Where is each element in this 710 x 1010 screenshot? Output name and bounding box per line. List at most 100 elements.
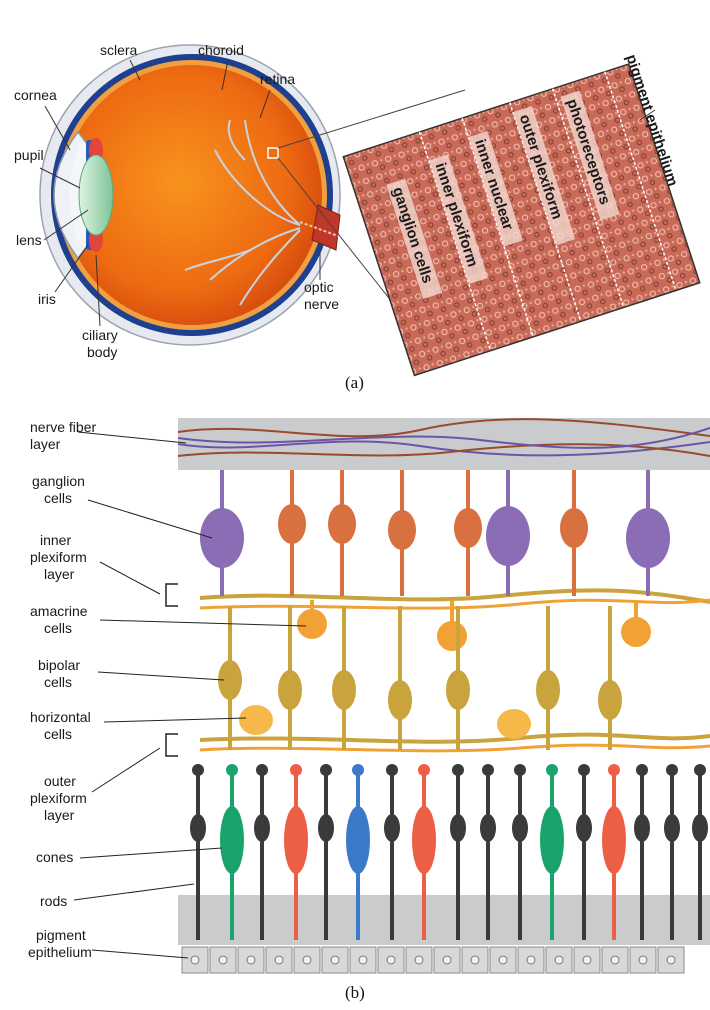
synaptic-terminal	[482, 764, 494, 776]
bipolar-cell	[388, 680, 412, 720]
ganglion-cell	[626, 508, 670, 568]
cone-body	[540, 806, 564, 874]
synaptic-terminal	[694, 764, 706, 776]
label-cones: cones	[36, 849, 73, 865]
amacrine-cell	[437, 621, 467, 651]
synaptic-terminal	[256, 764, 268, 776]
bipolar-cell	[598, 680, 622, 720]
rod-nucleus	[318, 814, 334, 842]
synaptic-terminal	[386, 764, 398, 776]
label-nerve-fiber-2: layer	[30, 436, 61, 452]
label-ganglion-1: ganglion	[32, 473, 85, 489]
retina-layers-diagram	[178, 418, 710, 973]
pigment-cell-nucleus	[303, 956, 311, 964]
pigment-epithelium-cells	[182, 947, 684, 973]
label-ciliary-body-1: ciliary	[82, 327, 118, 343]
bipolar-cell	[278, 670, 302, 710]
label-sclera: sclera	[100, 42, 138, 58]
pigment-cell-nucleus	[639, 956, 647, 964]
outer-plexiform-mesh	[200, 735, 710, 742]
synaptic-terminal	[578, 764, 590, 776]
label-iris: iris	[38, 291, 56, 307]
cone-body	[602, 806, 626, 874]
label-bipolar-2: cells	[44, 674, 72, 690]
pigment-cell-nucleus	[667, 956, 675, 964]
pigment-cell-nucleus	[443, 956, 451, 964]
synaptic-terminal	[546, 764, 558, 776]
pigment-cell-nucleus	[247, 956, 255, 964]
bipolar-cells-group	[218, 606, 622, 750]
rod-nucleus	[450, 814, 466, 842]
rod-nucleus	[512, 814, 528, 842]
label-horizontal-1: horizontal	[30, 709, 91, 725]
label-cornea: cornea	[14, 87, 57, 103]
pigment-cell-nucleus	[219, 956, 227, 964]
label-outer-plex-2: plexiform	[30, 790, 87, 806]
label-horizontal-2: cells	[44, 726, 72, 742]
label-rods: rods	[40, 893, 67, 909]
label-choroid: choroid	[198, 42, 244, 58]
rod-nucleus	[692, 814, 708, 842]
label-ciliary-body-2: body	[87, 344, 117, 360]
synaptic-terminal	[226, 764, 238, 776]
synaptic-terminal	[636, 764, 648, 776]
cone-body	[220, 806, 244, 874]
label-inner-plex-1: inner	[40, 532, 71, 548]
label-pigment-2: epithelium	[28, 944, 92, 960]
synaptic-terminal	[514, 764, 526, 776]
pigment-cell-nucleus	[611, 956, 619, 964]
ganglion-cell	[560, 508, 588, 548]
label-pupil: pupil	[14, 147, 44, 163]
ganglion-cell	[486, 506, 530, 566]
label-outer-plex-1: outer	[44, 773, 76, 789]
pigment-cell-nucleus	[499, 956, 507, 964]
pigment-cell-nucleus	[415, 956, 423, 964]
synaptic-terminal	[608, 764, 620, 776]
pigment-cell-nucleus	[527, 956, 535, 964]
ganglion-cell	[388, 510, 416, 550]
layer-labels: nerve fiber layer ganglion cells inner p…	[28, 419, 306, 960]
pigment-cell-nucleus	[471, 956, 479, 964]
label-optic-nerve-2: nerve	[304, 296, 339, 312]
synaptic-terminal	[418, 764, 430, 776]
ganglion-cell	[278, 504, 306, 544]
rod-nucleus	[190, 814, 206, 842]
ganglion-cells-group	[200, 470, 670, 596]
amacrine-cell	[621, 617, 651, 647]
rod-nucleus	[576, 814, 592, 842]
synaptic-terminal	[320, 764, 332, 776]
synaptic-terminal	[666, 764, 678, 776]
cone-body	[284, 806, 308, 874]
rod-nucleus	[634, 814, 650, 842]
synaptic-terminal	[352, 764, 364, 776]
bipolar-cell	[536, 670, 560, 710]
label-bipolar-1: bipolar	[38, 657, 80, 673]
photoreceptor-band	[178, 895, 710, 945]
cone-body	[346, 806, 370, 874]
rod-nucleus	[480, 814, 496, 842]
pigment-cell-nucleus	[191, 956, 199, 964]
amacrine-cell	[297, 609, 327, 639]
bipolar-cell	[446, 670, 470, 710]
ganglion-cell	[200, 508, 244, 568]
ganglion-cell	[328, 504, 356, 544]
synaptic-terminal	[290, 764, 302, 776]
label-inner-plex-2: plexiform	[30, 549, 87, 565]
label-pigment-1: pigment	[36, 927, 86, 943]
pigment-cell-nucleus	[387, 956, 395, 964]
pigment-cell-nucleus	[555, 956, 563, 964]
caption-b: (b)	[345, 983, 365, 1002]
retina-micrograph: ganglion cells inner plexiform inner nuc…	[341, 52, 710, 375]
label-lens: lens	[16, 232, 42, 248]
label-amacrine-2: cells	[44, 620, 72, 636]
horizontal-cells-group	[239, 705, 531, 739]
pigment-cell-nucleus	[359, 956, 367, 964]
label-ganglion-2: cells	[44, 490, 72, 506]
label-inner-plex-3: layer	[44, 566, 75, 582]
pigment-cell-nucleus	[275, 956, 283, 964]
caption-a: (a)	[345, 373, 364, 392]
label-outer-plex-3: layer	[44, 807, 75, 823]
ganglion-cell	[454, 508, 482, 548]
horizontal-cell	[497, 709, 531, 739]
